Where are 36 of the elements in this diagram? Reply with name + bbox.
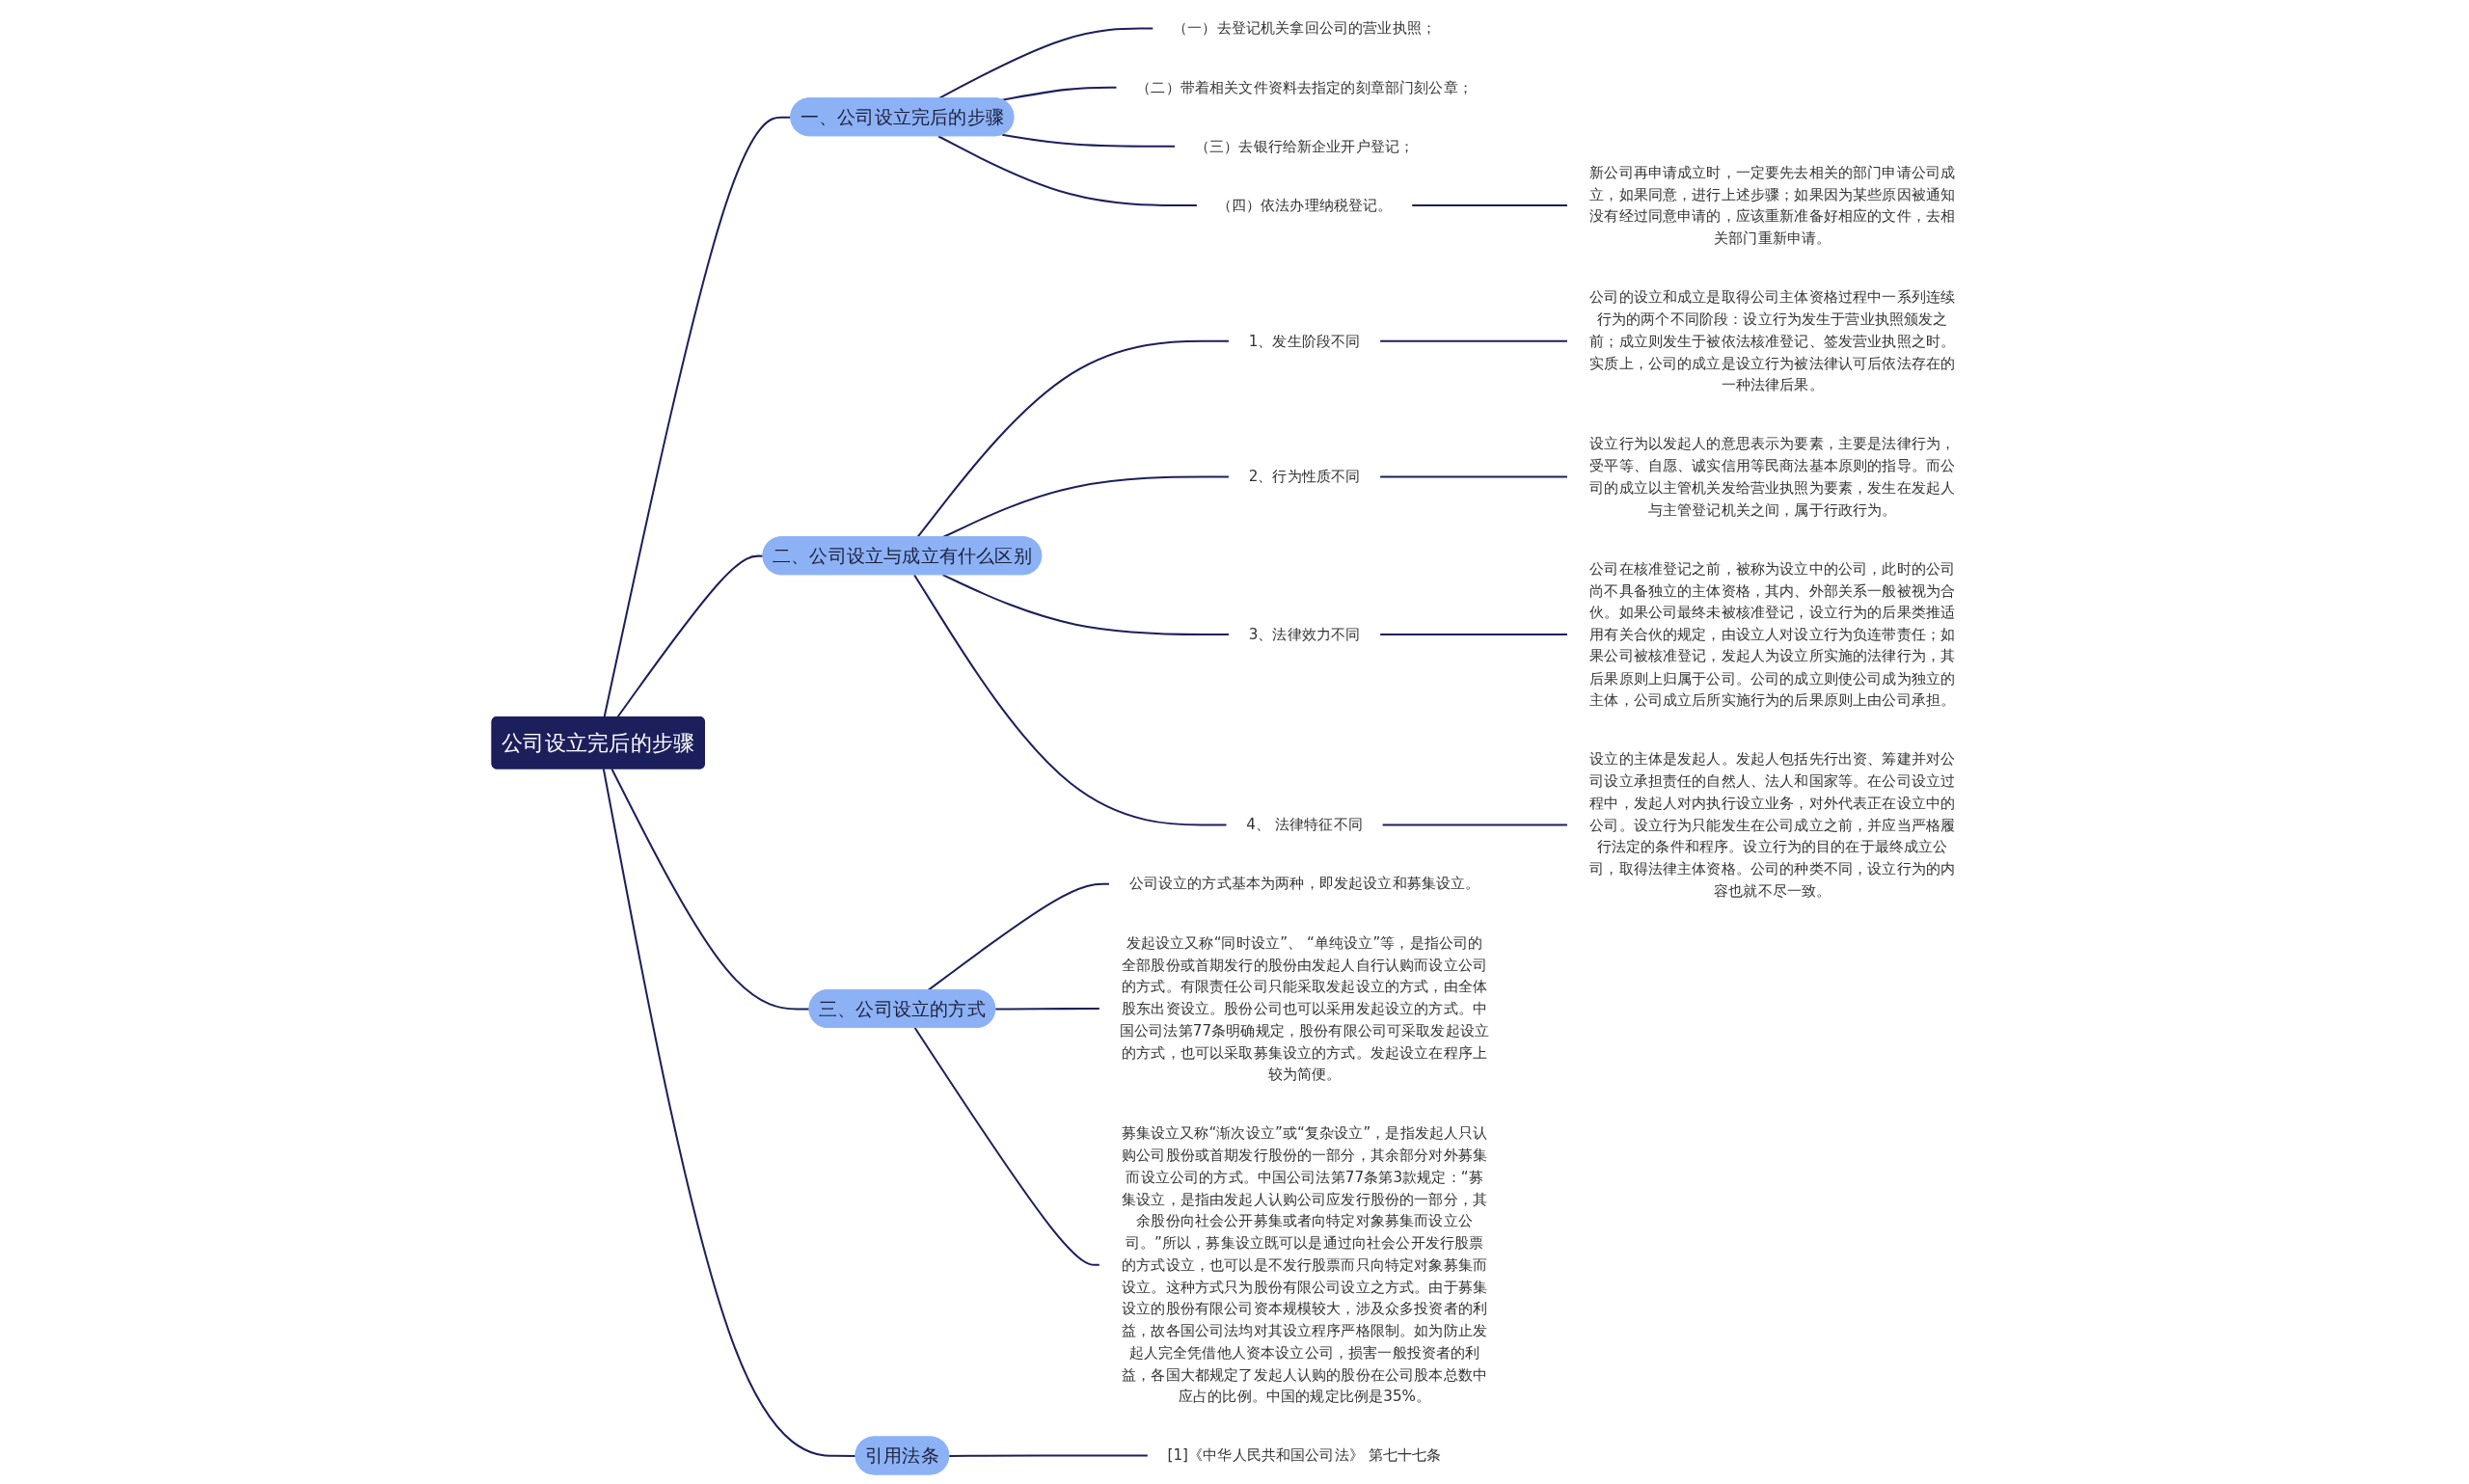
connector [913,574,1228,826]
node-text: 公司的设立和成立是取得公司主体资格过程中一系列连续行为的两个不同阶段：设立行为发生于营业执照颁发之前；成立则发生于被依法核准登记、签发营业执照之时。实质上，公司的成立是设立行为被法律认可后依法存在的一种法律后果。 [1589,287,1956,394]
connector [1001,133,1176,148]
connector [610,769,810,1011]
connector [942,574,1230,635]
node-text: 发起设立又称“同时设立”、 “单纯设立”等，是指公司的全部股份或首期发行的股份由发起人自行认购而设立公司的方式。有限责任公司只能采取发起设立的方式，由全体股东出资设立。股份公司也可以采用发起设立的方式。中国公司法第77条明确规定，股份有限公司可采取发起设立的方式，也可以采取募集设立的方式。发起设立在程序上较为简便。 [1120,933,1490,1084]
connector [616,554,764,718]
node-text: 设立的主体是发起人。发起人包括先行出资、筹建并对公司设立承担责任的自然人、法人和国家等。在公司设立过程中，发起人对内执行设立业务，对外代表正在设立中的公司。设立行为只能发生在公司成立之前，并应当严格履行法定的条件和程序。设立行为的目的在于最终成立公司，取得法律主体资格。公司的种类不同，设立行为的内容也就不尽一致。 [1589,749,1956,900]
node-text: 新公司再申请成立时，一定要先去相关的部门申请公司成立，如果同意，进行上述步骤；如果因为某些原因被通知没有经过同意申请的，应该重新准备好相应的文件，去相关部门重新申请。 [1589,163,1956,247]
connector [1382,823,1568,826]
node-text: 3、法律效力不同 [1248,625,1361,643]
node-text: 募集设立又称“渐次设立”或“复杂设立”，是指发起人只认购公司股份或首期发行股份的一部分，其余部分对外募集而设立公司的方式。中国公司法第77条第3款规定：“募集设立，是指由发起人认购公司应发行股份的一部分，其余股份向社会公开募集或者向特定对象募集而设立公司。”所以，募集设立既可以是通过向社会公开发行股票的方式设立，也可以是不发行股票而只向特定对象募集而设立。这种方式只为股份有限公司设立之方式。由于募集设立的股份有限公司资本规模较大，涉及众多投资者的利益，故各国公司法均对其设立程序严格限制。如为防止发起人完全凭借他人资本设立公司，损害一般投资者的利益，各国大都规定了发起人认购的股份在公司股本总数中应占的比例。中国的规定比例是35%。 [1121,1124,1488,1406]
node-text: 设立行为以发起人的意思表示为要素，主要是法律行为，受平等、自愿、诚实信用等民商法基本原则的指导。而公司的成立以主管机关发给营业执照为要素，发生在发起人与主管登记机关之间，属于行政行为。 [1589,435,1956,519]
node-text: 4、 法律特征不同 [1246,816,1363,834]
node-text: （四）依法办理纳税登记。 [1216,196,1393,214]
connector [1379,475,1568,478]
connector [916,339,1230,538]
node-text: 公司设立的方式基本为两种，即发起设立和募集设立。 [1128,875,1480,893]
node-text: 1、发生阶段不同 [1248,332,1361,350]
connector [1379,633,1568,635]
node-text: （三）去银行给新企业开户登记； [1194,137,1415,155]
connector [1379,339,1568,342]
node-text: （二）带着相关文件资料去指定的刻章部门刻公章； [1136,78,1473,96]
connector [927,882,1110,991]
connector [913,1027,1100,1266]
connector [602,769,856,1457]
node-text: 公司在核准登记之前，被称为设立中的公司，此时的公司尚不具备独立的主体资格，其内、外部关系一般被视为合伙。如果公司最终未被核准登记，设立行为的后果类推适用有关合伙的规定，由设立人对设立行为负连带责任；如果公司被核准登记，发起人为设立所实施的法律行为，其后果原则上归属于公司。公司的成立则使公司成为独立的主体，公司成立后所实施行为的后果原则上由公司承担。 [1589,559,1956,710]
connector [995,1008,1100,1011]
connector [937,27,1153,100]
connector [1001,86,1117,101]
node-text: 2、行为性质不同 [1248,468,1361,486]
connector [949,1454,1149,1457]
node-text: （一）去登记机关拿回公司的营业执照； [1173,19,1437,38]
connector [937,135,1198,206]
node-text: [1]《中华人民共和国公司法》 第七十七条 [1167,1446,1442,1465]
connector [1411,204,1568,206]
